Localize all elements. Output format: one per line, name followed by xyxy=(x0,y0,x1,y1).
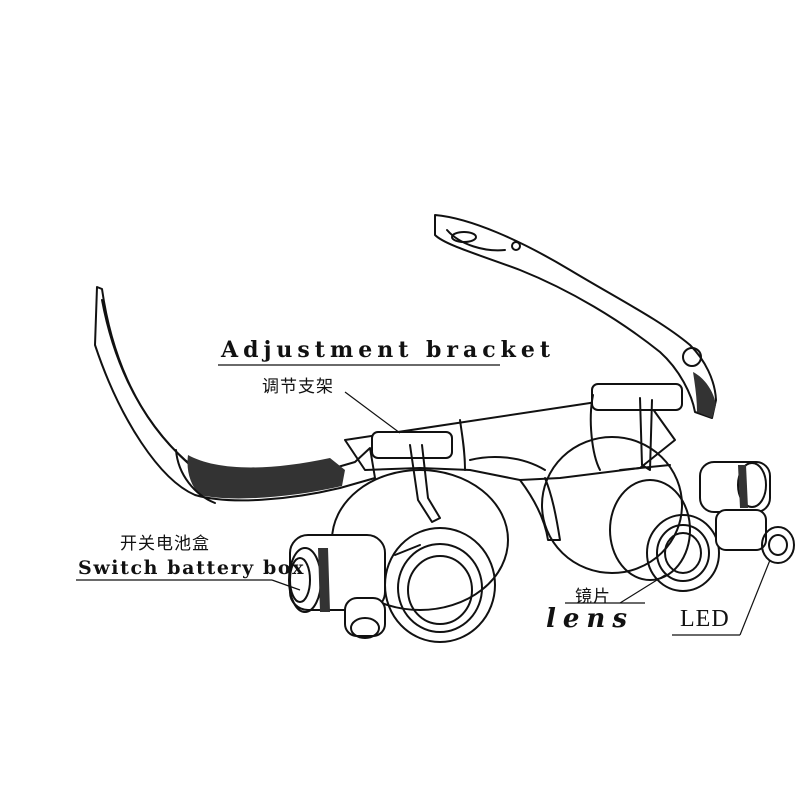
right-temple-arm xyxy=(434,214,717,419)
left-temple-arm xyxy=(94,286,376,504)
adjustment-leader xyxy=(344,391,401,434)
adjustment-bracket-label: Adjustment bracket xyxy=(221,337,556,363)
led-leader xyxy=(739,559,771,636)
lens-leader xyxy=(619,574,666,604)
lens-label: lens xyxy=(546,604,634,634)
adjustment-brackets xyxy=(371,383,683,523)
switch-battery-box-label: Switch battery box xyxy=(78,557,306,579)
led-label: LED xyxy=(680,606,730,632)
leader-lines xyxy=(76,364,771,636)
left-loupe xyxy=(288,469,509,643)
right-loupe xyxy=(541,436,795,592)
lens-label-zh: 镜片 xyxy=(575,587,611,607)
adjustment-bracket-label-zh: 调节支架 xyxy=(262,377,334,397)
switch-leader xyxy=(271,579,301,591)
switch-battery-box-label-zh: 开关电池盒 xyxy=(120,534,210,554)
